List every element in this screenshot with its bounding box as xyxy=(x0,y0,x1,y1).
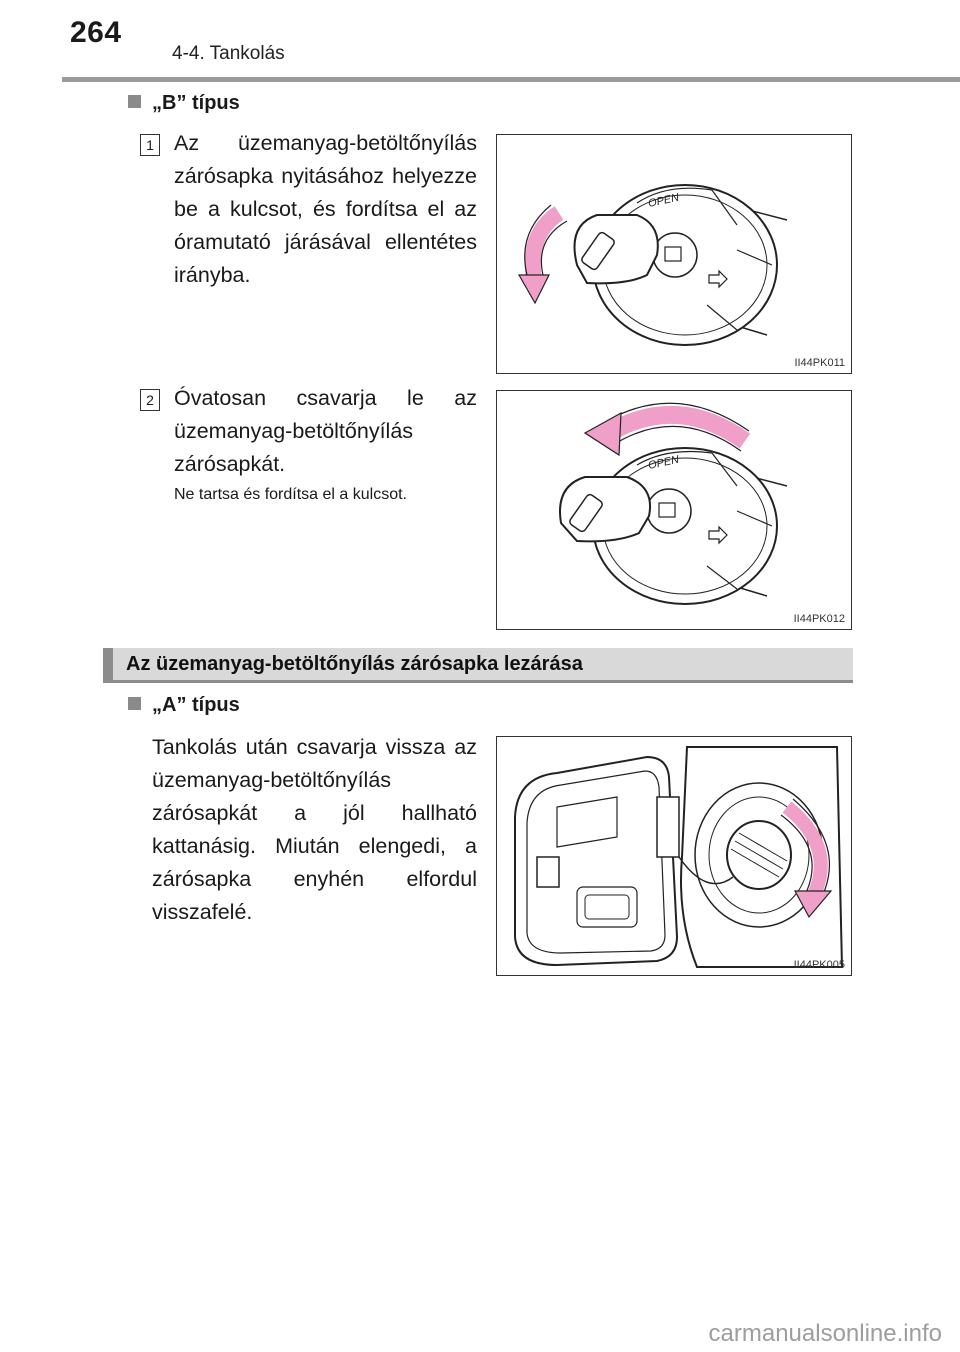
watermark: carmanualsonline.info xyxy=(708,1320,942,1347)
step-1-text: Az üzemanyag-betöltőnyílás zárósapka nyi… xyxy=(174,131,477,287)
type-a-text: Tankolás után csavarja vissza az üzemany… xyxy=(152,735,477,924)
figure-code: II44PK005 xyxy=(793,959,845,971)
header-rule xyxy=(62,77,960,82)
section-heading: Az üzemanyag-betöltőnyílás zárósapka lez… xyxy=(126,653,583,675)
type-b-heading: „B” típus xyxy=(128,92,240,115)
section-heading-bar: Az üzemanyag-betöltőnyílás zárósapka lez… xyxy=(103,648,853,683)
fuel-door-open-illustration xyxy=(514,746,844,968)
step-2-note: Ne tartsa és fordítsa el a kulcsot. xyxy=(174,486,407,503)
fuel-cap-key-illustration: OPEN xyxy=(517,184,788,346)
figure-step-2: OPEN II44PK012 xyxy=(496,390,852,630)
type-b-heading-text: „B” típus xyxy=(152,92,240,114)
step-number: 2 xyxy=(140,389,160,411)
fuel-cap-unscrew-illustration: OPEN xyxy=(559,402,788,605)
figure-step-1: OPEN II44PK011 xyxy=(496,134,852,374)
type-a-heading-text: „A” típus xyxy=(152,694,240,716)
heading-accent xyxy=(103,648,113,680)
step-2-text: Óvatosan csavarja le az üzemanyag-betölt… xyxy=(174,386,477,476)
section-title: 4-4. Tankolás xyxy=(172,43,285,64)
figure-code: II44PK012 xyxy=(793,613,845,625)
figure-code: II44PK011 xyxy=(794,357,845,369)
square-bullet-icon xyxy=(128,95,141,108)
step-number: 1 xyxy=(140,134,160,156)
figure-type-a: II44PK005 xyxy=(496,736,852,976)
page-number: 264 xyxy=(70,16,122,49)
square-bullet-icon xyxy=(128,697,141,710)
type-a-heading: „A” típus xyxy=(128,694,240,717)
